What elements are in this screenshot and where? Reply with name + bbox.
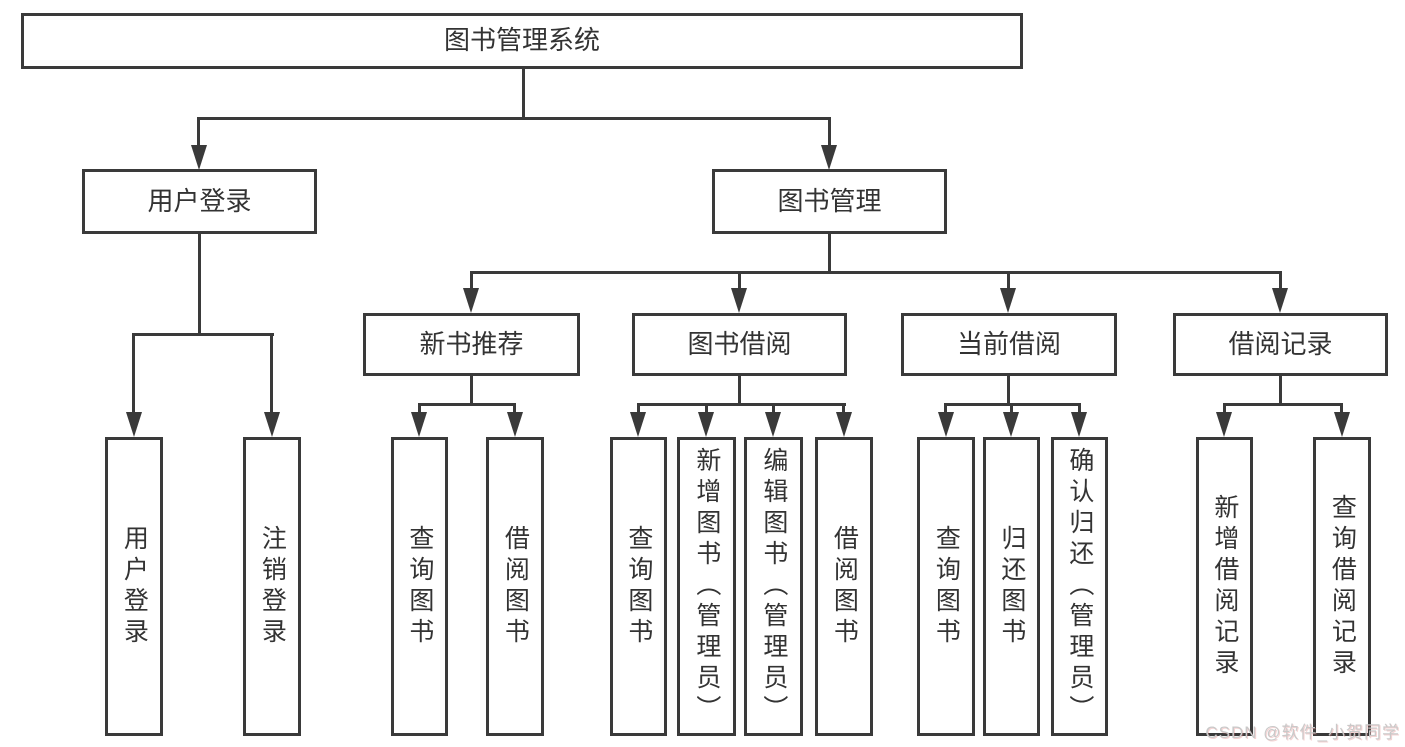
connector-line [1010,403,1013,415]
leaf-edit-book-admin: 编辑图书（管理员） [744,437,803,736]
arrow-down-icon [1071,412,1087,437]
connector-line [270,333,273,415]
arrow-down-icon [1334,412,1350,437]
node-label: 图书借阅 [687,328,792,359]
connector-line [637,403,846,406]
csdn-watermark: CSDN @软件_小贺同学 [1205,723,1400,742]
node-label: 借阅图书 [830,524,859,649]
node-label: 用户登录 [147,185,252,216]
node-user-login: 用户登录 [82,169,317,234]
connector-line [470,271,1282,274]
connector-line [1007,376,1010,406]
node-label: 编辑图书（管理员） [759,447,788,726]
node-label: 图书管理系统 [443,25,600,56]
leaf-query-books-recommend: 查询图书 [391,437,448,736]
arrow-down-icon [836,412,852,437]
arrow-down-icon [126,412,142,437]
arrow-down-icon [1003,412,1019,437]
node-label: 查询借阅记录 [1328,493,1357,680]
leaf-query-borrow-record: 查询借阅记录 [1313,437,1371,736]
connector-line [772,403,775,415]
leaf-return-book: 归还图书 [983,437,1040,736]
arrow-down-icon [731,288,747,313]
connector-line [522,69,525,120]
arrow-down-icon [1000,288,1016,313]
node-label: 用户登录 [120,524,149,649]
connector-line [738,376,741,406]
leaf-borrow-books-borrowing: 借阅图书 [815,437,873,736]
node-label: 借阅记录 [1228,328,1333,359]
connector-line [1279,271,1282,290]
leaf-confirm-return-admin: 确认归还（管理员） [1051,437,1108,736]
node-new-book-recommend: 新书推荐 [363,313,580,376]
arrow-down-icon [698,412,714,437]
connector-line [1007,271,1010,290]
connector-line [470,271,473,290]
arrow-down-icon [938,412,954,437]
leaf-add-book-admin: 新增图书（管理员） [677,437,736,736]
arrow-down-icon [507,412,523,437]
connector-line [705,403,708,415]
leaf-borrow-books-recommend: 借阅图书 [486,437,544,736]
arrow-down-icon [821,145,837,170]
node-book-borrowing: 图书借阅 [632,313,847,376]
connector-line [842,403,845,415]
connector-line [470,376,473,406]
node-label: 确认归还（管理员） [1065,447,1094,726]
node-label: 新书推荐 [419,328,524,359]
node-label: 新增借阅记录 [1210,493,1239,680]
connector-line [1340,403,1343,415]
node-label: 查询图书 [405,524,434,649]
node-book-management: 图书管理 [712,169,947,234]
arrow-down-icon [411,412,427,437]
node-label: 借阅图书 [501,524,530,649]
arrow-down-icon [1272,288,1288,313]
arrow-down-icon [1216,412,1232,437]
node-label: 归还图书 [997,524,1026,649]
connector-line [738,271,741,290]
connector-line [1223,403,1226,415]
connector-line [197,117,200,148]
connector-line [828,234,831,274]
connector-line [197,117,831,120]
node-current-borrowing: 当前借阅 [901,313,1117,376]
connector-line [513,403,516,415]
connector-line [1078,403,1081,415]
connector-line [637,403,640,415]
leaf-user-login: 用户登录 [105,437,163,736]
node-label: 查询图书 [624,524,653,649]
connector-line [132,333,274,336]
connector-line [418,403,516,406]
node-label: 新增图书（管理员） [692,447,721,726]
node-label: 当前借阅 [956,328,1061,359]
node-label: 查询图书 [932,524,961,649]
leaf-add-borrow-record: 新增借阅记录 [1196,437,1253,736]
arrow-down-icon [264,412,280,437]
connector-line [1279,376,1282,406]
leaf-query-books-current: 查询图书 [917,437,975,736]
node-label: 图书管理 [777,185,882,216]
node-label: 注销登录 [258,524,287,649]
connector-line [418,403,421,415]
arrow-down-icon [765,412,781,437]
connector-line [198,234,201,336]
leaf-query-books-borrowing: 查询图书 [610,437,667,736]
arrow-down-icon [191,145,207,170]
arrow-down-icon [630,412,646,437]
connector-line [828,117,831,148]
node-borrowing-records: 借阅记录 [1173,313,1388,376]
node-library-system: 图书管理系统 [21,13,1023,69]
leaf-logout: 注销登录 [243,437,301,736]
connector-line [944,403,947,415]
connector-line [1223,403,1343,406]
arrow-down-icon [463,288,479,313]
connector-line [132,333,135,415]
